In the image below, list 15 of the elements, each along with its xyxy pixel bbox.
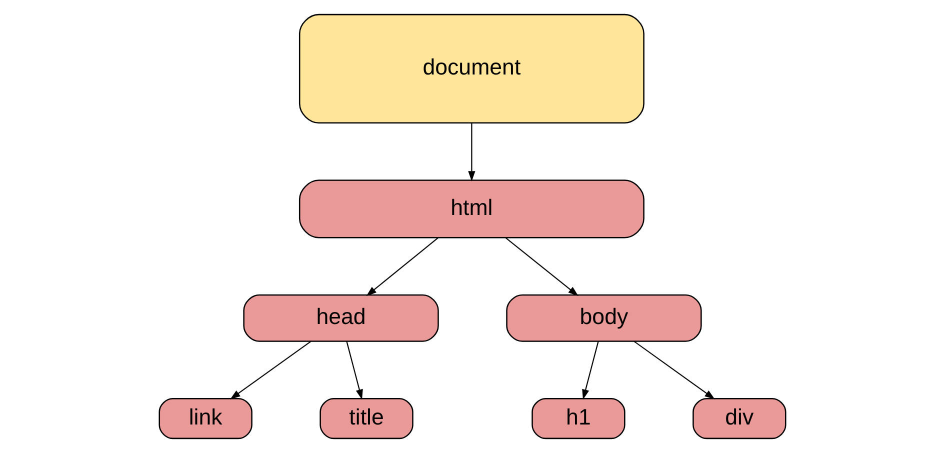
arrow — [366, 237, 438, 296]
node-box: document — [298, 14, 644, 124]
arrow — [230, 340, 312, 400]
node-box: div — [692, 398, 786, 440]
node-box: h1 — [532, 398, 626, 440]
arrow — [582, 341, 599, 400]
arrow — [346, 341, 363, 400]
arrow — [634, 340, 715, 400]
arrow — [505, 237, 578, 296]
node-box: html — [298, 180, 644, 238]
arrow — [468, 122, 476, 182]
node-box: title — [320, 398, 414, 440]
node-box: body — [506, 294, 702, 342]
node-box: link — [158, 398, 252, 440]
node-box: head — [243, 294, 439, 342]
